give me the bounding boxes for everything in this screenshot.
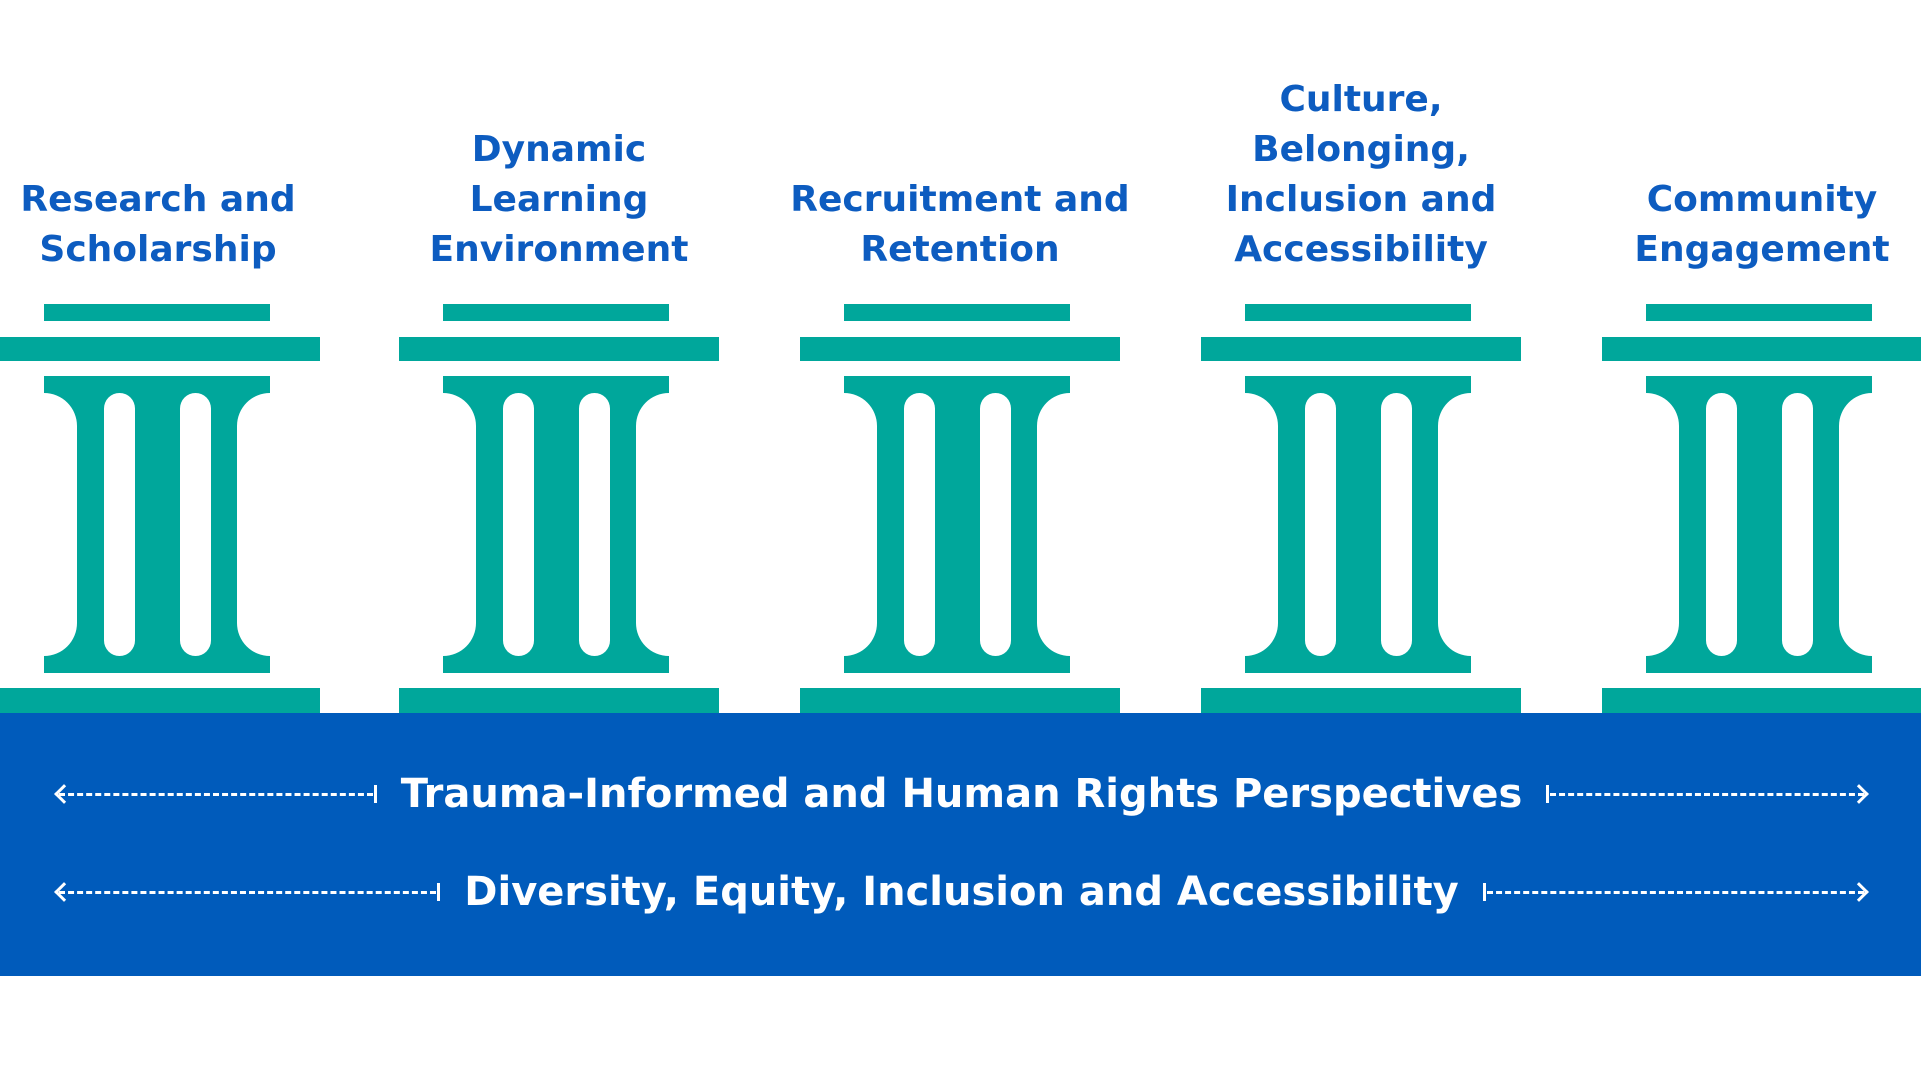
pillar-label-research: Research and Scholarship xyxy=(20,179,296,270)
pillar-icon xyxy=(1201,304,1521,713)
pillar-label-learning: Dynamic Learning Environment xyxy=(429,129,689,270)
pillar-icon xyxy=(1602,304,1921,713)
left-arrow-icon xyxy=(54,784,377,804)
foundation-row-deia: Diversity, Equity, Inclusion and Accessi… xyxy=(54,862,1869,922)
foundation-band: Trauma-Informed and Human Rights Perspec… xyxy=(0,713,1921,976)
left-arrow-icon xyxy=(54,882,441,902)
pillar-label-community: Community Engagement xyxy=(1634,179,1890,270)
pillar-label-culture: Culture, Belonging, Inclusion and Access… xyxy=(1225,79,1497,270)
pillar-icon xyxy=(399,304,719,713)
right-arrow-icon xyxy=(1482,882,1869,902)
right-arrow-icon xyxy=(1546,784,1869,804)
foundation-row-trauma: Trauma-Informed and Human Rights Perspec… xyxy=(54,764,1869,824)
foundation-text: Trauma-Informed and Human Rights Perspec… xyxy=(400,771,1523,817)
pillar-icon xyxy=(0,304,320,713)
pillar-icon xyxy=(800,304,1120,713)
foundation-text: Diversity, Equity, Inclusion and Accessi… xyxy=(464,869,1459,915)
pillar-label-recruitment: Recruitment and Retention xyxy=(790,179,1130,270)
